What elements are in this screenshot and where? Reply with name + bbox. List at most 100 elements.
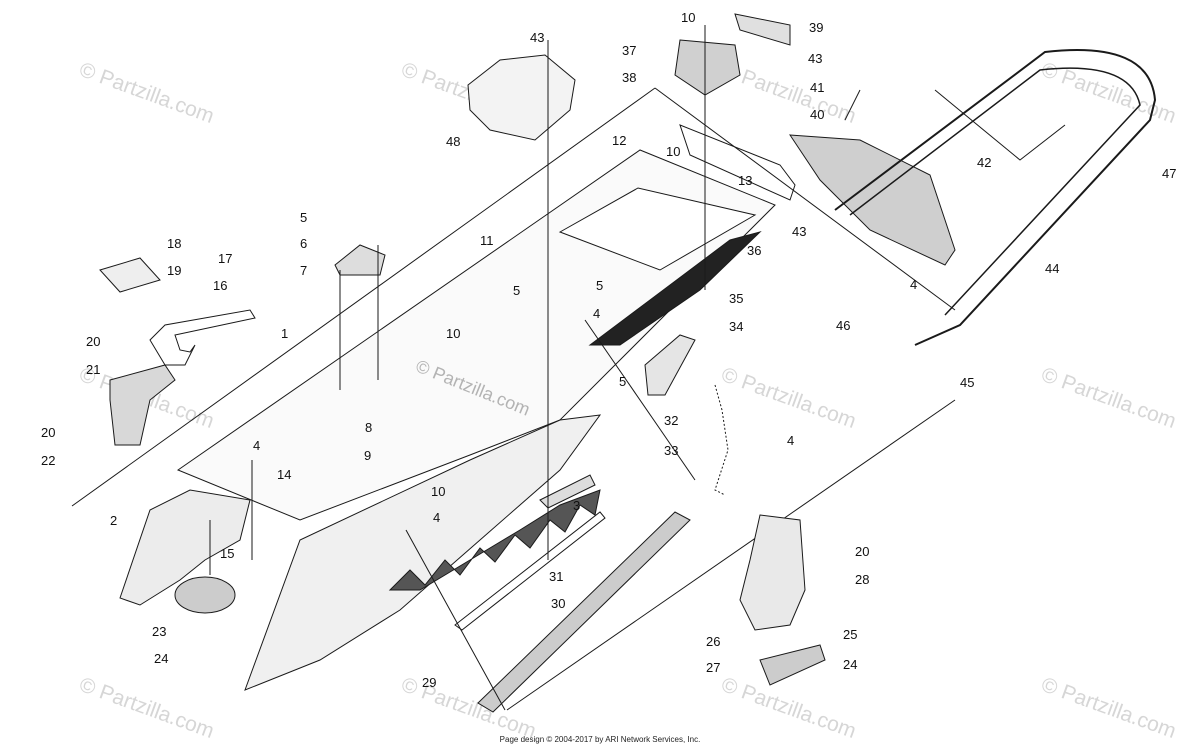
callout-10-c: 10 <box>446 326 460 341</box>
snowflap-mount <box>789 134 956 266</box>
callout-4-b: 4 <box>433 510 440 525</box>
callout-10-b: 10 <box>666 144 680 159</box>
seat-pad <box>467 54 576 141</box>
line-art <box>71 13 1157 713</box>
rear-bracket <box>679 124 796 201</box>
taillight-housing <box>674 39 741 96</box>
callout-29: 29 <box>422 675 436 690</box>
callout-20-b: 20 <box>41 425 55 440</box>
callout-11: 11 <box>480 233 494 248</box>
foot-cap <box>759 644 826 686</box>
front-bulkhead <box>119 489 251 606</box>
running-board <box>539 474 596 509</box>
callout-4-c: 4 <box>593 306 600 321</box>
oval-cap <box>174 576 236 614</box>
page-footer: Page design © 2004-2017 by ARI Network S… <box>499 735 701 744</box>
callout-24-a: 24 <box>154 651 168 666</box>
slide-rail <box>477 511 691 713</box>
callout-21: 21 <box>86 362 100 377</box>
watermark-9: © Partzilla.com <box>76 673 217 743</box>
callout-32: 32 <box>664 413 678 428</box>
callout-5-d: 5 <box>619 374 626 389</box>
watermark-8: © Partzilla.com <box>1038 363 1179 433</box>
callout-44: 44 <box>1045 261 1059 276</box>
callout-42: 42 <box>977 155 991 170</box>
callout-41: 41 <box>810 80 824 95</box>
rear-bumper-inner <box>849 67 1141 316</box>
bumper-bracket <box>644 334 696 396</box>
callout-46: 46 <box>836 318 850 333</box>
callout-23: 23 <box>152 624 166 639</box>
callout-17: 17 <box>218 251 232 266</box>
watermark-11: © Partzilla.com <box>718 673 859 743</box>
callout-12: 12 <box>612 133 626 148</box>
callout-38: 38 <box>622 70 636 85</box>
taillight-lens <box>734 13 791 46</box>
callout-40: 40 <box>810 107 824 122</box>
watermark-12: © Partzilla.com <box>1038 673 1179 743</box>
mount-bracket <box>334 244 386 276</box>
leader <box>405 529 506 711</box>
callout-27: 27 <box>706 660 720 675</box>
callout-layer: 1 2 3 4 4 4 4 4 5 5 5 5 6 7 8 9 10 10 10… <box>41 10 1176 690</box>
foot-plate <box>739 514 806 631</box>
callout-1: 1 <box>281 326 288 341</box>
callout-10-a: 10 <box>681 10 695 25</box>
rear-bumper <box>834 49 1157 346</box>
callout-43-c: 43 <box>792 224 806 239</box>
callout-35: 35 <box>729 291 743 306</box>
callout-37: 37 <box>622 43 636 58</box>
callout-30: 30 <box>551 596 565 611</box>
assembly-outline-bottom <box>506 399 956 711</box>
callout-5-c: 5 <box>596 278 603 293</box>
callout-2: 2 <box>110 513 117 528</box>
leader <box>584 319 696 481</box>
callout-5-b: 5 <box>513 283 520 298</box>
callout-4-d: 4 <box>787 433 794 448</box>
tunnel-rear-flap <box>558 187 757 271</box>
callout-18: 18 <box>167 236 181 251</box>
callout-14: 14 <box>277 467 291 482</box>
callout-22: 22 <box>41 453 55 468</box>
callout-3: 3 <box>573 498 580 513</box>
callout-4-e: 4 <box>910 277 917 292</box>
callout-24-b: 24 <box>843 657 857 672</box>
callout-19: 19 <box>167 263 181 278</box>
callout-20-c: 20 <box>855 544 869 559</box>
assembly-outline <box>71 87 656 507</box>
tunnel-side-panel <box>244 414 602 691</box>
callout-5-a: 5 <box>300 210 307 225</box>
grab-handle <box>149 309 256 366</box>
strap-chain <box>714 384 729 496</box>
callout-45: 45 <box>960 375 974 390</box>
watermark-1: © Partzilla.com <box>76 58 217 128</box>
callout-9: 9 <box>364 448 371 463</box>
heat-shield <box>99 257 161 293</box>
callout-6: 6 <box>300 236 307 251</box>
callout-47: 47 <box>1162 166 1176 181</box>
leader <box>934 89 1066 161</box>
callout-31: 31 <box>549 569 563 584</box>
callout-39: 39 <box>809 20 823 35</box>
callout-15: 15 <box>220 546 234 561</box>
callout-33: 33 <box>664 443 678 458</box>
callout-7: 7 <box>300 263 307 278</box>
callout-8: 8 <box>365 420 372 435</box>
callout-36: 36 <box>747 243 761 258</box>
callout-20-a: 20 <box>86 334 100 349</box>
side-plate <box>109 364 176 446</box>
callout-25: 25 <box>843 627 857 642</box>
callout-10-d: 10 <box>431 484 445 499</box>
watermark-7: © Partzilla.com <box>718 363 859 433</box>
leader <box>844 89 861 121</box>
callout-13: 13 <box>738 173 752 188</box>
callout-43-b: 43 <box>808 51 822 66</box>
callout-43-a: 43 <box>530 30 544 45</box>
callout-16: 16 <box>213 278 227 293</box>
callout-26: 26 <box>706 634 720 649</box>
callout-28: 28 <box>855 572 869 587</box>
callout-4-a: 4 <box>253 438 260 453</box>
callout-48: 48 <box>446 134 460 149</box>
